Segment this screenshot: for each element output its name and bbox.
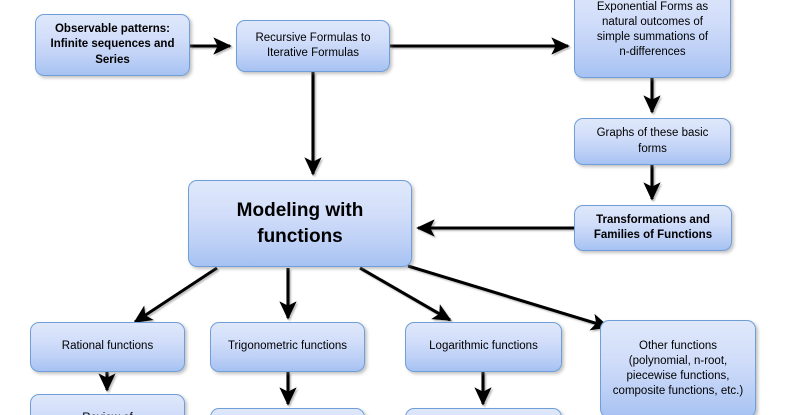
node-label-review-of: Review of (31, 411, 184, 415)
node-transformations-families[interactable]: Transformations and Families of Function… (574, 205, 732, 251)
edge-modeling-to-rational (133, 266, 218, 324)
node-recursive-to-iterative[interactable]: Recursive Formulas to Iterative Formulas (236, 20, 390, 72)
node-other-functions[interactable]: Other functions (polynomial, n-root, pie… (600, 320, 756, 415)
node-graphs-basic-forms[interactable]: Graphs of these basic forms (574, 118, 731, 165)
node-label-exponential-forms: Exponential Forms as natural outcomes of… (596, 0, 709, 59)
node-observable-patterns[interactable]: Observable patterns: Infinite sequences … (35, 14, 190, 76)
edge-modeling-to-logarithmic (359, 266, 452, 322)
node-modeling-with-functions[interactable]: Modeling with functions (188, 180, 412, 267)
node-label-transformations-families: Transformations and Families of Function… (593, 213, 713, 241)
edge-modeling-to-other (407, 264, 610, 331)
node-label-other-functions: Other functions (polynomial, n-root, pie… (612, 339, 744, 398)
node-label-graphs-basic-forms: Graphs of these basic forms (596, 127, 709, 155)
node-exponential-forms[interactable]: Exponential Forms as natural outcomes of… (574, 0, 731, 78)
node-log-child[interactable] (405, 408, 562, 415)
node-trigonometric-functions[interactable]: Trigonometric functions (210, 322, 365, 372)
node-label-observable-patterns: Observable patterns: Infinite sequences … (50, 23, 175, 66)
node-label-rational-functions: Rational functions (61, 340, 154, 353)
node-label-modeling-with-functions: Modeling with functions (236, 200, 364, 247)
node-label-trigonometric-functions: Trigonometric functions (227, 340, 348, 353)
node-trig-child[interactable] (210, 408, 365, 415)
node-rational-functions[interactable]: Rational functions (30, 322, 185, 372)
node-label-recursive-to-iterative: Recursive Formulas to Iterative Formulas (255, 31, 371, 59)
node-review-of[interactable]: Review of (30, 394, 185, 415)
node-label-logarithmic-functions: Logarithmic functions (429, 340, 538, 353)
node-logarithmic-functions[interactable]: Logarithmic functions (405, 322, 562, 372)
